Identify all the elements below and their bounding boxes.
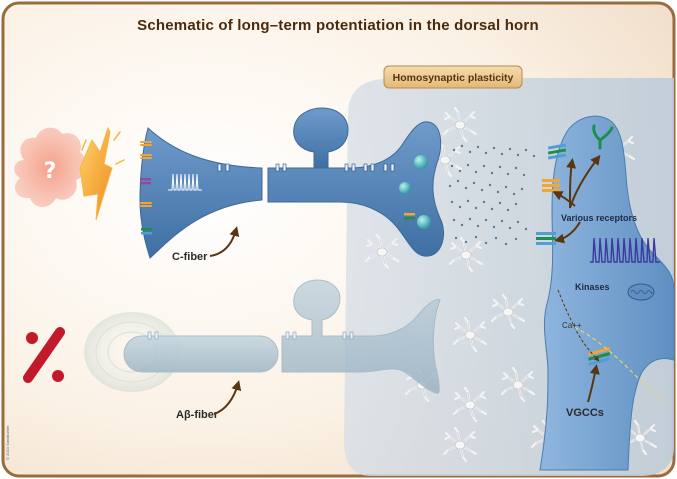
vesicle [399,182,411,194]
vgcc-arrow [587,364,600,403]
strikethrough-percent-icon [23,327,65,383]
various-receptors-label: Various receptors [561,213,637,223]
homosynaptic-badge: Homosynaptic plasticity [383,65,523,89]
ab-fiber-label: Aβ-fiber [176,409,219,421]
question-cloud-icon: ? [14,127,87,207]
ab-fiber-arrow [213,380,242,415]
lightning-icon [79,126,125,221]
vesicle [414,155,428,169]
kinases-label: Kinases [575,282,610,292]
mitochondrion-icon [627,283,655,301]
c-fiber-arrow [209,226,240,257]
vgccs-label: VGCCs [566,407,604,419]
y-receptor-icon [592,124,614,150]
question-mark: ? [44,159,57,184]
ab-fiber-terminal [84,279,441,395]
copyright-text: © 2010 Sandkühler [5,425,10,460]
vesicle [417,215,431,229]
homosynaptic-label: Homosynaptic plasticity [393,72,514,84]
postsynaptic-receptors [536,143,611,366]
c-fiber-terminal [139,107,444,259]
spike-train-icon [590,237,660,263]
spike-train-icon [168,173,202,191]
neurotransmitter-cloud [448,144,536,246]
receptor-arrows [552,154,601,244]
page-title: Schematic of long–term potentiation in t… [137,17,539,34]
calcium-pathway [567,324,666,403]
calcium-label: Ca++ [562,321,582,330]
kinase-pathway-arrow [557,289,600,362]
c-fiber-label: C-fiber [172,251,208,263]
